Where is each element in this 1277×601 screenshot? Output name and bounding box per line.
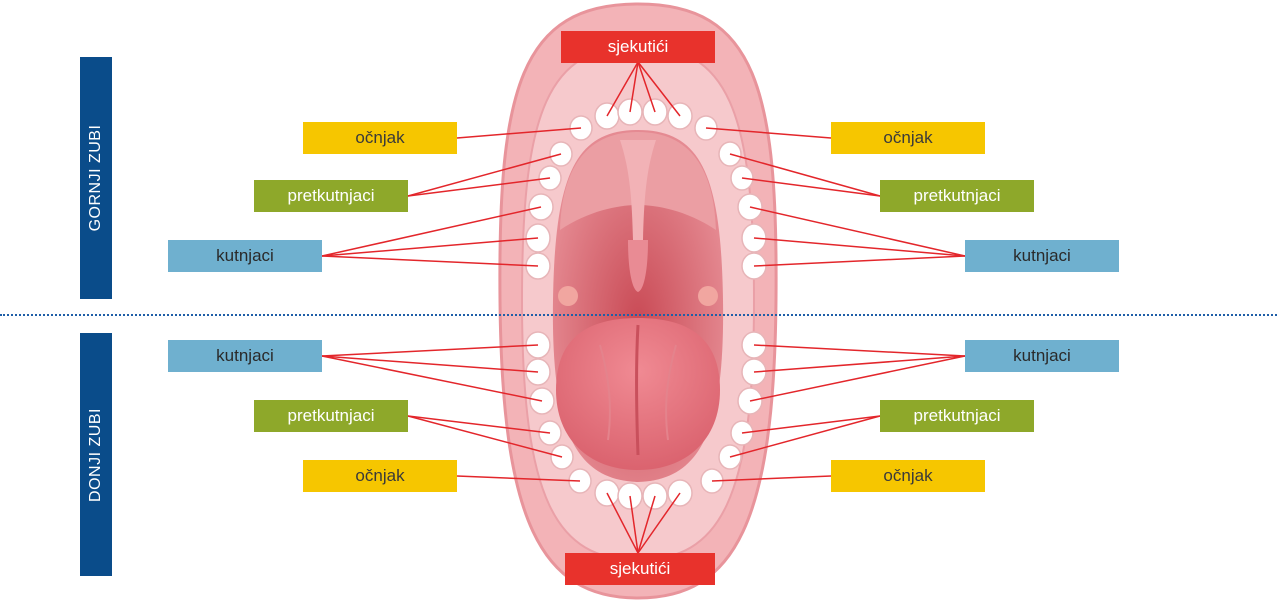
upper-incisors-label: sjekutići [561, 31, 715, 63]
upper-molars-right-label: kutnjaci [965, 240, 1119, 272]
upper-canine-right-label: očnjak [831, 122, 985, 154]
jaw-divider [0, 314, 1277, 316]
upper-premolars-left-label: pretkutnjaci [254, 180, 408, 212]
lower-molars-left-label: kutnjaci [168, 340, 322, 372]
lower-premolars-left-label: pretkutnjaci [254, 400, 408, 432]
upper-premolars-right-label: pretkutnjaci [880, 180, 1034, 212]
upper-section-label: GORNJI ZUBI [87, 125, 105, 232]
upper-canine-left-label: očnjak [303, 122, 457, 154]
lower-canine-left-label: očnjak [303, 460, 457, 492]
lower-molars-right-label: kutnjaci [965, 340, 1119, 372]
lower-premolars-right-label: pretkutnjaci [880, 400, 1034, 432]
upper-molars-left-label: kutnjaci [168, 240, 322, 272]
lower-incisors-label: sjekutići [565, 553, 715, 585]
lower-section-bar: DONJI ZUBI [80, 333, 112, 576]
lower-section-label: DONJI ZUBI [87, 408, 105, 502]
lower-canine-right-label: očnjak [831, 460, 985, 492]
upper-section-bar: GORNJI ZUBI [80, 57, 112, 299]
